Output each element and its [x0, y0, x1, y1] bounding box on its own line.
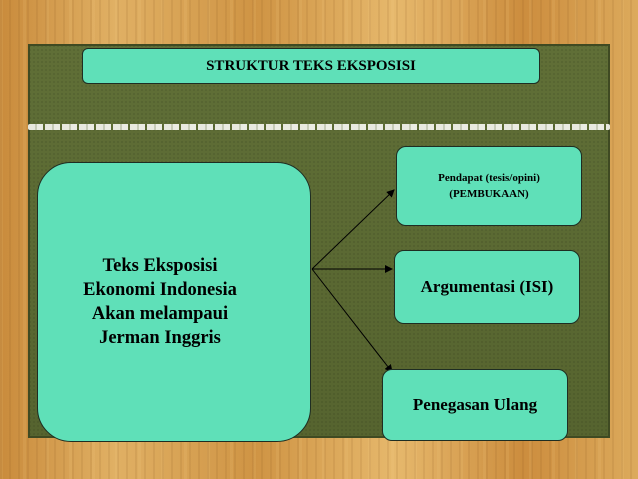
main-topic-line: Akan melampaui: [91, 304, 229, 324]
penegasan-box: Penegasan Ulang: [382, 369, 568, 441]
main-topic-line: Teks Eksposisi: [102, 256, 218, 276]
main-topic-text: Teks Eksposisi Ekonomi Indonesia Akan me…: [60, 254, 260, 350]
main-topic-box: [37, 162, 311, 442]
pembukaan-line2: (PEMBUKAAN): [449, 188, 529, 200]
arrow-to-penegasan: [311, 268, 393, 373]
chalk-divider-line: [28, 124, 610, 130]
isi-label: Argumentasi (ISI): [420, 277, 554, 296]
arrow-to-pembukaan: [311, 189, 395, 270]
pembukaan-box: Pendapat (tesis/opini) (PEMBUKAAN): [396, 146, 582, 226]
penegasan-label: Penegasan Ulang: [412, 395, 538, 414]
main-topic-line: Ekonomi Indonesia: [83, 280, 237, 300]
pembukaan-line1: Pendapat (tesis/opini): [438, 172, 540, 184]
title-box: STRUKTUR TEKS EKSPOSISI: [82, 48, 540, 84]
main-topic-line: Jerman Inggris: [99, 328, 221, 348]
slide-title: STRUKTUR TEKS EKSPOSISI: [206, 57, 416, 74]
isi-box: Argumentasi (ISI): [394, 250, 580, 324]
